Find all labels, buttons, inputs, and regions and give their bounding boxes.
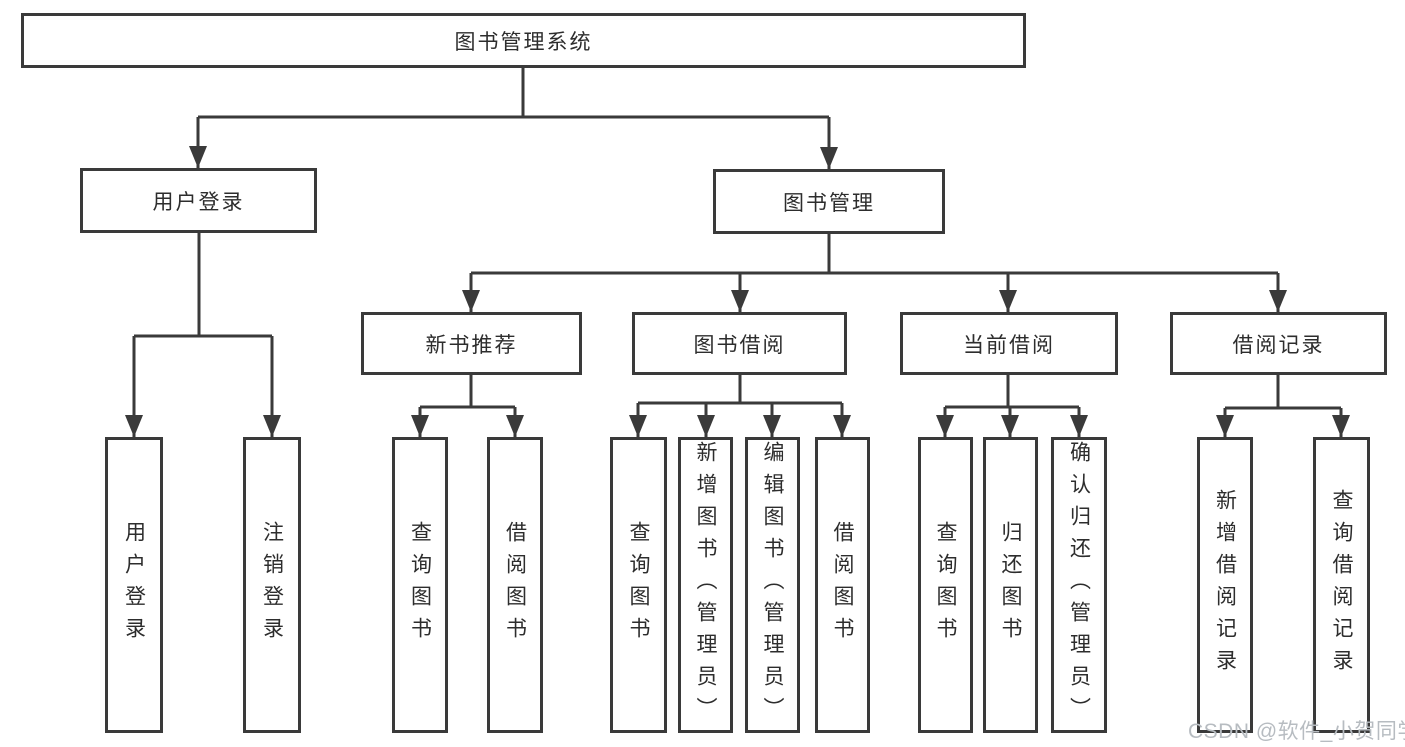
- leaf-query-books-1: 查询图书: [392, 437, 448, 733]
- node-current-borrow: 当前借阅: [900, 312, 1118, 375]
- branch-lines: [134, 68, 1341, 410]
- leaf-edit-book-admin: 编辑图书（管理员）: [745, 437, 800, 733]
- leaf-query-books-2: 查询图书: [610, 437, 667, 733]
- node-library-management-system: 图书管理系统: [21, 13, 1026, 68]
- leaf-query-borrow-record: 查询借阅记录: [1313, 437, 1370, 733]
- node-book-borrow: 图书借阅: [632, 312, 847, 375]
- watermark: CSDN @软件_小贺同学: [1188, 720, 1405, 743]
- leaf-add-book-admin: 新增图书（管理员）: [678, 437, 733, 733]
- node-book-management: 图书管理: [713, 169, 945, 234]
- leaf-borrow-books-1: 借阅图书: [487, 437, 543, 733]
- node-new-book-recommend: 新书推荐: [361, 312, 582, 375]
- leaf-return-book: 归还图书: [983, 437, 1038, 733]
- leaf-user-login: 用户登录: [105, 437, 163, 733]
- leaf-add-borrow-record: 新增借阅记录: [1197, 437, 1253, 733]
- leaf-query-books-3: 查询图书: [918, 437, 973, 733]
- leaf-logout: 注销登录: [243, 437, 301, 733]
- node-borrow-records: 借阅记录: [1170, 312, 1387, 375]
- node-user-login: 用户登录: [80, 168, 317, 233]
- leaf-confirm-return-admin: 确认归还（管理员）: [1051, 437, 1107, 733]
- leaf-borrow-books-2: 借阅图书: [815, 437, 870, 733]
